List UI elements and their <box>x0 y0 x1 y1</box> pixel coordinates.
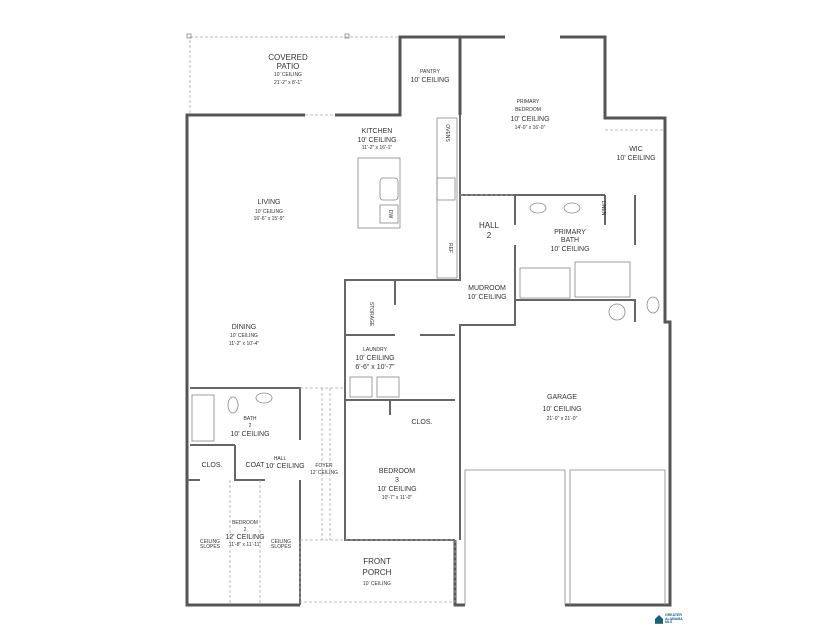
svg-text:10' CEILING: 10' CEILING <box>363 581 391 587</box>
svg-text:OVENS: OVENS <box>444 124 450 142</box>
svg-text:BEDROOM: BEDROOM <box>515 107 541 113</box>
svg-text:COVERED: COVERED <box>268 53 308 62</box>
logo-line: ALABAMA <box>665 616 683 621</box>
label-dining: DINING 10' CEILING 11'-2" x 10'-4" <box>229 324 260 347</box>
label-laundry: LAUNDRY 10' CEILING 6'-6" x 10'-7" <box>355 347 395 371</box>
label-bedroom-3: BEDROOM 3 10' CEILING 10'-7" x 11'-0" <box>377 468 416 501</box>
house-icon <box>655 614 663 624</box>
svg-text:2: 2 <box>487 231 492 240</box>
svg-text:10' CEILING: 10' CEILING <box>410 77 449 84</box>
svg-text:PRIMARY: PRIMARY <box>517 99 540 105</box>
svg-text:HALL: HALL <box>479 221 500 230</box>
svg-text:21'-2" x 8'-1": 21'-2" x 8'-1" <box>274 80 302 86</box>
exterior-walls <box>185 35 672 607</box>
svg-text:GARAGE: GARAGE <box>547 394 577 401</box>
svg-text:3: 3 <box>395 477 399 484</box>
svg-text:MUDROOM: MUDROOM <box>468 285 506 292</box>
interior-walls <box>187 115 636 605</box>
svg-text:KITCHEN: KITCHEN <box>362 128 393 135</box>
label-front-porch: FRONT PORCH 10' CEILING <box>363 557 392 587</box>
svg-text:SLOPES: SLOPES <box>271 544 292 550</box>
svg-text:21'-0" x 21'-0": 21'-0" x 21'-0" <box>547 416 578 422</box>
label-closet-bedroom-2: CLOS. <box>201 462 222 469</box>
svg-text:BEDROOM: BEDROOM <box>232 520 258 526</box>
svg-text:FRONT: FRONT <box>363 557 391 566</box>
logo-line: GREATER <box>665 613 682 617</box>
svg-text:BATH: BATH <box>561 237 579 244</box>
svg-text:PANTRY: PANTRY <box>420 69 440 75</box>
label-coat: COAT <box>246 462 266 469</box>
label-wic: WIC 10' CEILING <box>616 146 655 162</box>
svg-text:10' CEILING: 10' CEILING <box>265 463 304 470</box>
svg-text:14'-0" x 16'-0": 14'-0" x 16'-0" <box>515 125 546 131</box>
kitchen-island <box>357 157 401 229</box>
svg-text:BATH: BATH <box>244 416 257 422</box>
svg-text:HALL: HALL <box>274 456 287 462</box>
svg-text:DINING: DINING <box>232 324 257 331</box>
svg-text:REF: REF <box>447 243 453 253</box>
svg-text:10' CEILING: 10' CEILING <box>355 355 394 362</box>
svg-text:PRIMARY: PRIMARY <box>554 229 586 236</box>
svg-text:SLOPES: SLOPES <box>200 544 221 550</box>
svg-text:10' CEILING: 10' CEILING <box>255 209 283 215</box>
svg-text:11'-2" x 10'-4": 11'-2" x 10'-4" <box>229 341 260 347</box>
mls-logo: GREATER ALABAMA MLS <box>655 613 683 625</box>
svg-text:10' CEILING: 10' CEILING <box>510 116 549 123</box>
label-storage: STORAGE <box>368 302 374 327</box>
svg-text:2: 2 <box>249 423 252 429</box>
svg-text:FOYER: FOYER <box>315 463 333 469</box>
svg-text:10' CEILING: 10' CEILING <box>377 486 416 493</box>
svg-text:LINEN: LINEN <box>600 201 606 216</box>
garage-doors <box>464 469 666 605</box>
kitchen-counter <box>436 117 458 279</box>
label-mudroom: MUDROOM 10' CEILING <box>467 285 506 301</box>
svg-text:WIC: WIC <box>629 146 643 153</box>
svg-text:DW: DW <box>387 210 393 219</box>
svg-text:10' CEILING: 10' CEILING <box>550 246 589 253</box>
laundry-appliances <box>349 376 400 398</box>
svg-text:PATIO: PATIO <box>277 62 300 71</box>
svg-text:10' CEILING: 10' CEILING <box>230 431 269 438</box>
svg-text:10' CEILING: 10' CEILING <box>467 294 506 301</box>
svg-text:PORCH: PORCH <box>363 568 392 577</box>
dashed-ceiling-lines <box>229 129 665 605</box>
svg-text:LIVING: LIVING <box>258 199 281 206</box>
label-primary-bedroom: PRIMARY BEDROOM 10' CEILING 14'-0" x 16'-0… <box>510 99 549 131</box>
fixture-labels: OVENS DW REF LINEN <box>387 124 606 253</box>
svg-text:CEILING: CEILING <box>200 539 220 545</box>
primary-bath-fixtures <box>519 202 660 321</box>
svg-text:16'-6" x 15'-9": 16'-6" x 15'-9" <box>254 216 285 222</box>
svg-text:12' CEILING: 12' CEILING <box>225 534 264 541</box>
label-living: LIVING 10' CEILING 16'-6" x 15'-9" <box>254 199 285 222</box>
svg-text:10' CEILING: 10' CEILING <box>616 155 655 162</box>
svg-text:11'-8" x 11'-11": 11'-8" x 11'-11" <box>229 542 262 548</box>
svg-text:10'-7" x 11'-0": 10'-7" x 11'-0" <box>382 495 413 501</box>
svg-text:2: 2 <box>244 527 247 533</box>
bath2-fixtures <box>191 392 273 442</box>
svg-text:10' CEILING: 10' CEILING <box>357 137 396 144</box>
svg-text:11'-2" x 16'-1": 11'-2" x 16'-1" <box>362 145 393 151</box>
label-pantry: PANTRY 10' CEILING <box>410 69 449 84</box>
svg-text:10' CEILING: 10' CEILING <box>542 406 581 413</box>
svg-text:LAUNDRY: LAUNDRY <box>363 347 387 353</box>
svg-text:6'-6" x 10'-7": 6'-6" x 10'-7" <box>355 364 395 371</box>
svg-text:BEDROOM: BEDROOM <box>379 468 415 475</box>
label-kitchen: KITCHEN 10' CEILING 11'-2" x 16'-1" <box>357 128 396 151</box>
svg-text:10' CEILING: 10' CEILING <box>230 333 258 339</box>
label-closet-bedroom-3: CLOS. <box>411 419 432 426</box>
svg-text:CEILING: CEILING <box>271 539 291 545</box>
logo-line: MLS <box>665 620 673 625</box>
label-garage: GARAGE 10' CEILING 21'-0" x 21'-0" <box>542 394 581 422</box>
svg-text:10' CEILING: 10' CEILING <box>274 72 302 78</box>
svg-text:12' CEILING: 12' CEILING <box>310 470 338 476</box>
